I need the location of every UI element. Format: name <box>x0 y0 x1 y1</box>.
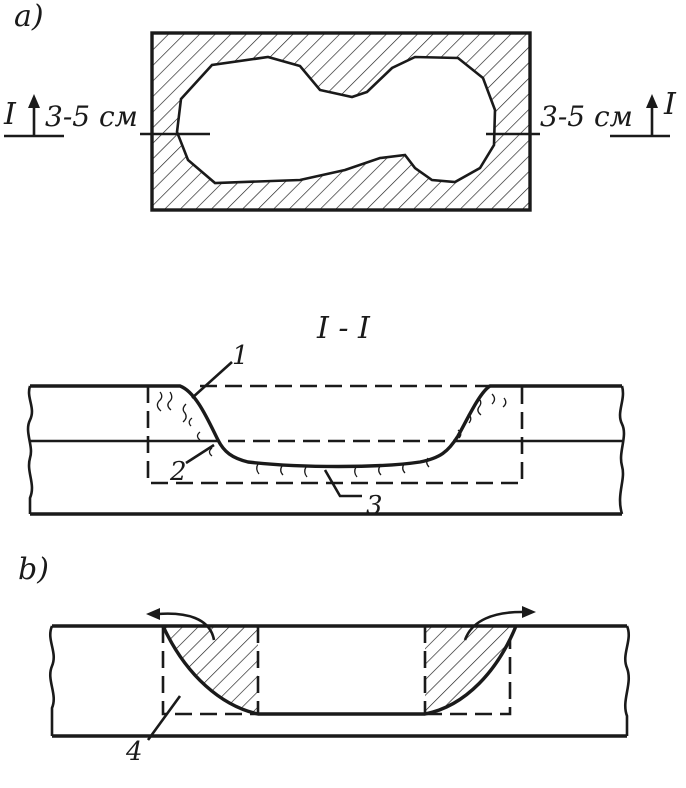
road-surface-line <box>30 384 622 469</box>
left-displacement-arrowhead <box>146 608 160 620</box>
section-left-break-line <box>26 385 34 514</box>
right-displacement-arrow <box>463 610 523 641</box>
panel-b-cut-contour <box>161 626 512 716</box>
callout-4-leader <box>146 695 182 741</box>
right-offset-label: 3-5 см <box>540 100 633 133</box>
crack-marks <box>156 391 507 478</box>
left-section-arrow-head <box>28 94 40 108</box>
cut-area-hatching <box>152 33 530 210</box>
right-section-mark: I <box>610 87 677 138</box>
left-displacement-arrow <box>157 612 216 641</box>
panel-b-right-break-line <box>624 625 630 736</box>
callout-1: 1 <box>232 341 249 371</box>
right-section-arrow-head <box>646 94 658 108</box>
left-section-mark: I <box>3 94 64 138</box>
left-removal-hatching <box>163 626 258 714</box>
panel-b-left-break-line <box>49 625 55 736</box>
pothole-outline <box>175 55 497 185</box>
left-section-letter: I <box>3 97 17 132</box>
callout-4: 4 <box>125 737 143 767</box>
callout-3: 3 <box>366 491 383 521</box>
right-displacement-arrowhead <box>522 606 536 618</box>
panel-a-plan-view: a) I 3-5 см 3-5 см I <box>3 0 677 212</box>
section-title: I - I <box>316 311 371 346</box>
left-offset-label: 3-5 см <box>45 100 138 133</box>
callout-2-leader <box>185 443 215 465</box>
panel-b-label: b) <box>18 552 49 587</box>
panel-b-section: b) 4 <box>18 552 630 767</box>
callout-2: 2 <box>169 457 187 487</box>
section-right-break-line <box>618 385 626 515</box>
section-view: I - I <box>26 311 626 521</box>
panel-a-label: a) <box>14 0 44 34</box>
right-section-letter: I <box>663 87 677 122</box>
right-removal-hatching <box>425 626 516 714</box>
callout-1-leader <box>191 361 233 399</box>
callout-3-leader <box>323 469 362 498</box>
cut-rectangle <box>150 31 532 212</box>
upper-cut-contour <box>146 386 524 485</box>
